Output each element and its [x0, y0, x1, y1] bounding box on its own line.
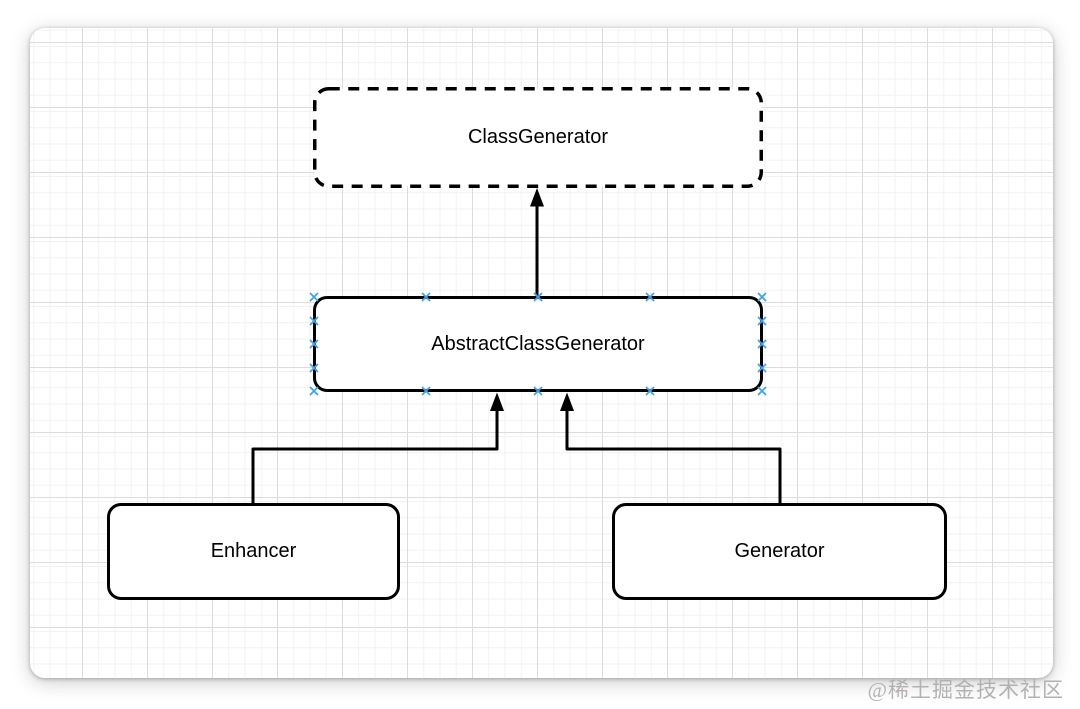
connection-point-icon[interactable] — [308, 385, 320, 397]
node-label: Generator — [734, 540, 825, 562]
connection-point-icon[interactable] — [644, 385, 656, 397]
node-label: ClassGenerator — [467, 126, 609, 148]
watermark: @稀土掘金技术社区 — [867, 678, 1064, 702]
node-abstract-class-generator[interactable]: AbstractClassGenerator — [309, 292, 767, 396]
connection-point-icon[interactable] — [644, 291, 656, 303]
node-generator[interactable]: Generator — [612, 503, 947, 600]
node-label: Enhancer — [210, 540, 297, 562]
node-enhancer[interactable]: Enhancer — [107, 503, 400, 600]
connection-point-icon[interactable] — [308, 362, 320, 374]
connection-point-icon[interactable] — [756, 385, 768, 397]
connection-point-icon[interactable] — [308, 291, 320, 303]
diagram-canvas[interactable]: ClassGenerator AbstractClassGenerator En… — [30, 28, 1053, 678]
connection-point-icon[interactable] — [756, 291, 768, 303]
node-label: AbstractClassGenerator — [431, 332, 645, 355]
connection-point-icon[interactable] — [532, 385, 544, 397]
connection-point-icon[interactable] — [308, 338, 320, 350]
connection-point-icon[interactable] — [420, 291, 432, 303]
node-class-generator[interactable]: ClassGenerator — [313, 87, 763, 188]
connection-point-icon[interactable] — [756, 362, 768, 374]
connection-point-icon[interactable] — [756, 338, 768, 350]
connection-point-icon[interactable] — [756, 315, 768, 327]
edge-enhancer-to-abstract[interactable] — [251, 392, 504, 504]
connection-points — [309, 292, 767, 396]
dashed-border — [313, 87, 763, 188]
connection-point-icon[interactable] — [532, 291, 544, 303]
edge-abstract-to-classgenerator[interactable] — [530, 188, 544, 296]
connection-point-icon[interactable] — [308, 315, 320, 327]
edge-generator-to-abstract[interactable] — [560, 392, 782, 504]
connection-point-icon[interactable] — [420, 385, 432, 397]
